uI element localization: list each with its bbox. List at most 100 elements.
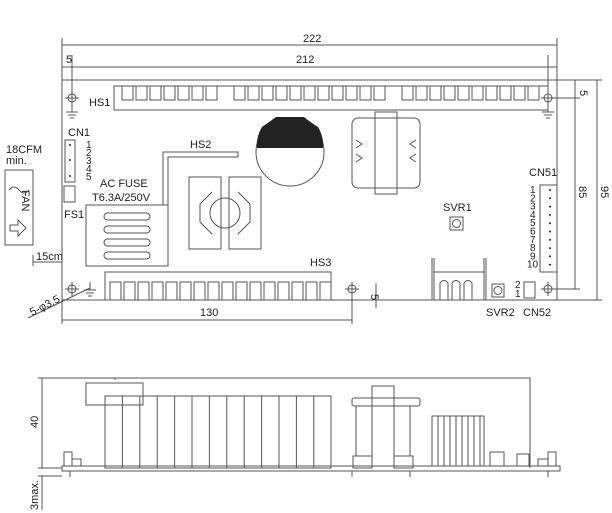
heatsink-fin bbox=[177, 85, 190, 101]
fuse-fs1: FS1 AC FUSE T6.3A/250V bbox=[63, 178, 151, 221]
fan-distance: 15cm bbox=[36, 251, 63, 263]
pin-dot bbox=[549, 197, 551, 200]
svr1-label: SVR1 bbox=[443, 202, 472, 214]
heatsink-fin bbox=[457, 85, 470, 101]
cn51-pin: 6 bbox=[530, 227, 536, 238]
cn1-label: CN1 bbox=[68, 127, 90, 139]
dim-40: 40 bbox=[29, 416, 41, 428]
fan-airflow-note: min. bbox=[6, 155, 27, 167]
heatsink-fin bbox=[163, 85, 176, 101]
heatsink-fin bbox=[109, 281, 122, 301]
trimmer-svr1[interactable]: SVR1 bbox=[443, 202, 472, 231]
heatsink-fin bbox=[207, 281, 220, 301]
connector-cn52: 2 1 CN52 bbox=[515, 280, 551, 319]
heatsink-fin bbox=[291, 281, 304, 301]
cn1-pin: 3 bbox=[86, 156, 92, 167]
dimension-hole-pitch-x: 5 212 bbox=[62, 54, 557, 95]
heatsink-fin bbox=[193, 281, 206, 301]
dim-5-bottom: 5 bbox=[368, 294, 380, 300]
svr2-label: SVR2 bbox=[486, 307, 515, 319]
cn51-pin: 2 bbox=[530, 193, 536, 204]
pin-dot bbox=[549, 255, 551, 258]
cn51-pin: 9 bbox=[530, 251, 536, 262]
cn51-pin: 1 bbox=[530, 185, 536, 196]
heatsink-fin bbox=[485, 85, 498, 101]
hole-crosshair bbox=[65, 282, 79, 296]
cn51-pin: 10 bbox=[527, 260, 539, 271]
heatsink-hs2: HS2 bbox=[85, 139, 262, 267]
heatsink-fin bbox=[221, 281, 234, 301]
pin-dot bbox=[69, 175, 71, 177]
dim-130: 130 bbox=[200, 307, 218, 319]
cn51-pin: 4 bbox=[530, 210, 536, 221]
heatsink-fin bbox=[305, 281, 318, 301]
fs1-label: FS1 bbox=[64, 209, 84, 221]
heatsink-fin bbox=[149, 85, 162, 101]
ground-icon bbox=[66, 104, 78, 119]
dim-holes: 5-φ3.5 bbox=[28, 293, 62, 318]
heatsink-fin bbox=[303, 85, 316, 101]
cn51-pin: 5 bbox=[530, 218, 536, 229]
hs2-label: HS2 bbox=[190, 139, 211, 151]
heatsink-fin bbox=[263, 281, 276, 301]
heatsink-fin bbox=[359, 85, 372, 101]
pin-dot bbox=[69, 144, 71, 146]
heatsink-fin bbox=[277, 281, 290, 301]
cn51-pin: 3 bbox=[530, 202, 536, 213]
pin-dot bbox=[549, 263, 551, 266]
cn1-pin: 1 bbox=[86, 140, 92, 151]
heatsink-fin bbox=[331, 85, 344, 101]
dim-212: 212 bbox=[296, 54, 314, 66]
hole-crosshair bbox=[65, 91, 79, 105]
pin-dot bbox=[549, 189, 551, 191]
pin-dot bbox=[549, 247, 551, 250]
cn1-pin: 4 bbox=[86, 164, 92, 175]
side-view: 40 3max. bbox=[29, 377, 561, 510]
cn52-pin: 2 bbox=[515, 280, 521, 291]
arrow-right-icon bbox=[9, 218, 27, 238]
dimension-overall-length: 222 bbox=[61, 33, 558, 80]
cn51-pin: 7 bbox=[530, 235, 536, 246]
heatsink-fin bbox=[137, 281, 150, 301]
fuse-title: AC FUSE bbox=[100, 178, 148, 190]
dimension-right: 5 85 95 bbox=[555, 79, 610, 301]
pin-dot bbox=[549, 213, 551, 216]
heatsink-fin bbox=[513, 85, 526, 101]
heatsink-fin bbox=[471, 85, 484, 101]
heatsink-fin bbox=[165, 281, 178, 301]
heatsink-fin bbox=[415, 85, 428, 101]
heatsink-fin bbox=[179, 281, 192, 301]
heatsink-fin bbox=[429, 85, 442, 101]
heatsink-fin bbox=[289, 85, 302, 101]
capacitor bbox=[255, 117, 325, 187]
heatsink-fin bbox=[235, 281, 248, 301]
cn52-pin: 1 bbox=[515, 289, 521, 300]
hs1-label: HS1 bbox=[89, 97, 110, 109]
dim-85: 85 bbox=[576, 186, 588, 198]
heatsink-fin bbox=[275, 85, 288, 101]
heatsink-fin bbox=[373, 85, 386, 101]
transformer bbox=[351, 111, 421, 195]
heatsink-fin bbox=[261, 85, 274, 101]
trimmer-svr2[interactable]: SVR2 bbox=[486, 283, 515, 319]
heatsink-fin bbox=[443, 85, 456, 101]
dimension-bottom: 130 5 5-φ3.5 bbox=[27, 283, 380, 324]
heatsink-fin bbox=[319, 281, 332, 301]
heatsink-fin bbox=[205, 85, 218, 101]
heatsink-fin bbox=[401, 85, 414, 101]
heatsink-fin bbox=[317, 85, 330, 101]
heatsink-fin bbox=[123, 281, 136, 301]
dim-95: 95 bbox=[598, 186, 610, 198]
heatsink-fin bbox=[527, 85, 540, 101]
fan-airflow: 18CFM bbox=[6, 144, 42, 156]
heatsink-fin bbox=[151, 281, 164, 301]
cn1-pin: 2 bbox=[86, 148, 92, 159]
heatsink-fin bbox=[121, 85, 134, 101]
dim-222: 222 bbox=[303, 33, 321, 45]
heatsink-fin bbox=[233, 85, 246, 101]
pin-dot bbox=[549, 222, 551, 225]
fan-symbol-icon bbox=[8, 186, 30, 194]
pin-dot bbox=[549, 230, 551, 233]
